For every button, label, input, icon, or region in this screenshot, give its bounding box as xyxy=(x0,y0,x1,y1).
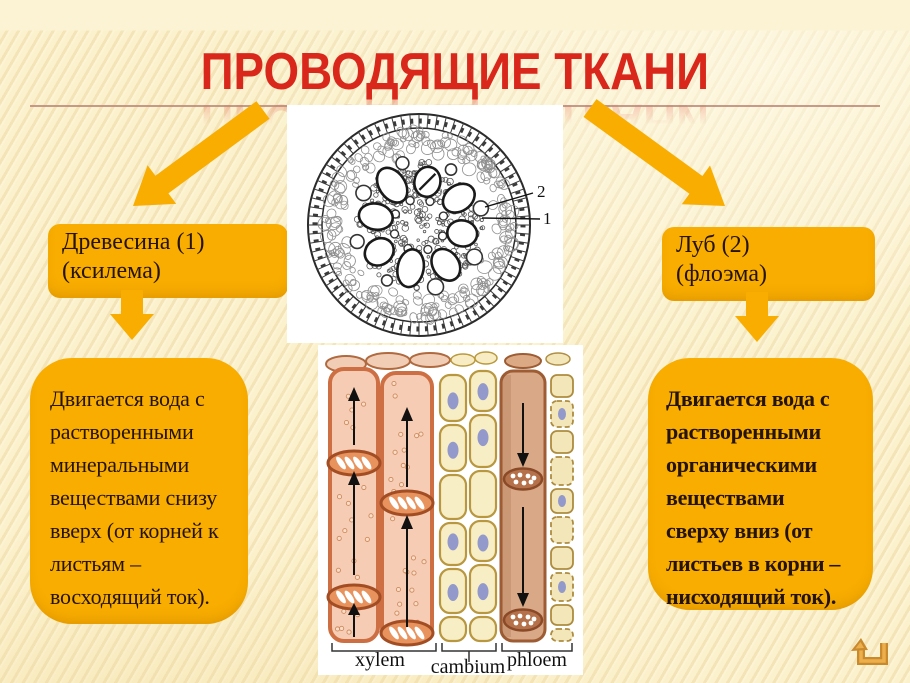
diagonal-arrow-right-icon xyxy=(583,99,725,206)
page-title: ПРОВОДЯЩИЕ ТКАНИ xyxy=(200,43,710,101)
return-button[interactable] xyxy=(850,634,890,672)
title-block: ПРОВОДЯЩИЕ ТКАНИ xyxy=(0,46,910,98)
callout-label-2: 2 xyxy=(537,182,546,201)
phloem-label-box: Луб (2) (флоэма) xyxy=(662,227,875,301)
phloem-caption: phloem xyxy=(507,649,567,671)
down-arrow-left-icon xyxy=(110,290,154,340)
diagonal-arrow-left-icon xyxy=(133,101,270,206)
xylem-description-box: Двигается вода с растворенными минеральн… xyxy=(30,358,248,624)
cambium-caption: cambium xyxy=(431,656,506,675)
xylem-label-box: Древесина (1) (ксилема) xyxy=(48,224,288,298)
stem-cross-section-image: 2 1 xyxy=(287,105,563,343)
down-arrow-right-icon xyxy=(735,292,779,342)
callout-label-1: 1 xyxy=(543,209,552,228)
xylem-caption: xylem xyxy=(355,649,405,671)
tissue-diagram-image: xylem cambium phloem xyxy=(318,345,583,678)
flow-arrows xyxy=(353,399,524,637)
phloem-description-box: Двигается вода с растворенными органичес… xyxy=(648,358,873,610)
